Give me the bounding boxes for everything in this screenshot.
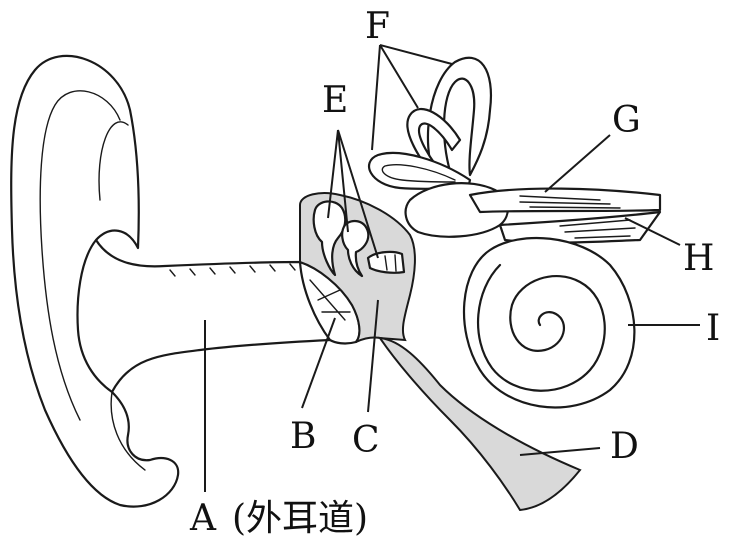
auricle-fold — [98, 121, 146, 471]
eustachian-tube-d — [377, 336, 582, 512]
leader-h — [624, 217, 681, 246]
leader-g — [544, 134, 611, 193]
semicircular-canal-upper — [426, 56, 493, 182]
label-d: D — [610, 426, 639, 467]
ear-canal-hatch-top — [169, 263, 296, 277]
leader-c — [367, 299, 379, 413]
label-f: F — [365, 6, 390, 47]
cochlea-spiral — [476, 263, 606, 392]
label-a: A — [189, 498, 217, 539]
label-c: C — [352, 420, 380, 461]
ossicle-incus — [341, 219, 370, 278]
eardrum-texture — [309, 279, 351, 321]
auricle-helix-inner — [39, 90, 121, 421]
ossicle-stapes-detail — [384, 254, 397, 272]
semicircular-canal-horizontal-inner — [381, 164, 456, 183]
ossicle-malleus — [312, 200, 347, 277]
semicircular-canal-posterior — [406, 108, 462, 187]
cochlea-i — [462, 236, 636, 409]
label-b: B — [290, 416, 316, 457]
label-a-note: (外耳道) — [232, 498, 368, 539]
label-h: H — [683, 238, 714, 279]
vestibular-nerve-g — [468, 187, 662, 214]
leader-b — [301, 317, 336, 409]
label-i: I — [706, 308, 720, 349]
leader-f — [371, 44, 453, 151]
leader-d — [519, 447, 601, 456]
nerve-g-hatch — [519, 195, 621, 209]
label-g: G — [612, 100, 641, 141]
ear-canal-a — [95, 239, 332, 393]
leader-e — [327, 129, 379, 259]
nerve-h-hatch — [559, 219, 636, 239]
label-e: E — [322, 80, 348, 121]
